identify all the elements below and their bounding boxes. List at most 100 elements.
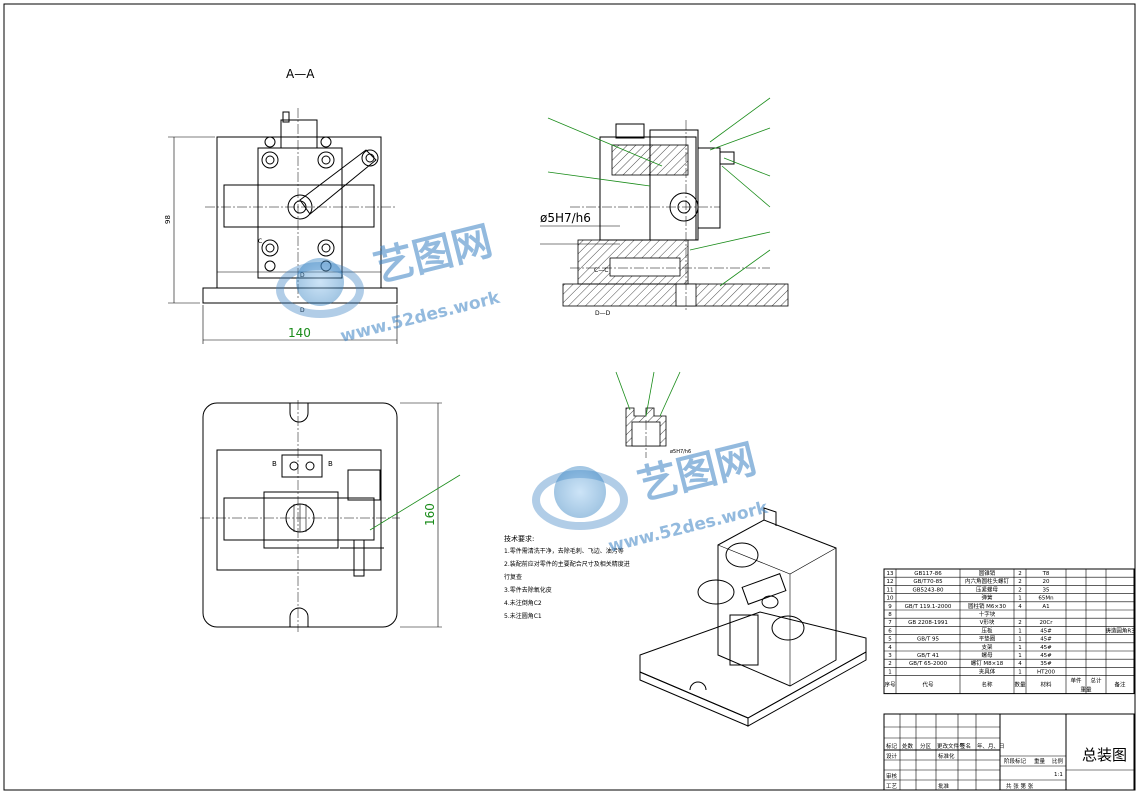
tb-label-zone: 分区 (920, 742, 932, 750)
tech-item-6: 5.未注圆角C1 (504, 612, 542, 620)
bom-no: 7 (888, 620, 892, 626)
tech-requirements: 技术要求: 1.零件需清洗干净，去除毛刺、飞边、油污等 2.装配前应对零件的主要… (504, 534, 630, 620)
bom-name: 支架 (981, 643, 993, 651)
bom-no: 8 (888, 612, 892, 618)
bom-name: 压板 (981, 626, 993, 634)
tb-role-process: 工艺 (886, 783, 898, 790)
label-b-2: B (328, 460, 333, 468)
tb-sheets: 共 张 第 张 (1006, 782, 1034, 790)
bom-material: 45# (1040, 645, 1052, 651)
bom-no: 5 (888, 637, 892, 643)
bom-no: 9 (888, 604, 892, 610)
tb-label-date: 年、月、日 (977, 742, 1005, 750)
bom-header-qty: 数量 (1014, 681, 1026, 689)
bom-material: HT200 (1037, 669, 1055, 675)
bom-code: GB/T 65-2000 (909, 661, 947, 667)
section-dd-label: D—D (595, 310, 611, 317)
section-aa-label: A—A (286, 67, 315, 81)
tech-item-4: 3.零件去除氧化皮 (504, 586, 552, 594)
view-section-dd: ø5H7/h6 C—C D—D (540, 97, 789, 317)
bom-material: T8 (1042, 571, 1050, 577)
bom-no: 4 (888, 645, 892, 651)
tech-item-5: 4.未注倒角C2 (504, 599, 542, 607)
bom-name: V形块 (980, 618, 995, 626)
bom-material: 35# (1040, 661, 1052, 667)
tech-title: 技术要求: (504, 534, 534, 543)
bom-header-no: 序号 (884, 681, 896, 689)
bom-code: GB5243-80 (912, 587, 944, 593)
bom-name: 螺母 (981, 651, 993, 659)
section-cc-label: C—C (594, 267, 608, 274)
tech-item-2: 2.装配前应对零件的主要配合尺寸及相关精度进 (504, 560, 630, 568)
bom-no: 11 (887, 587, 894, 593)
label-c: C (258, 238, 262, 245)
tb-label-sign: 签名 (960, 742, 971, 750)
bom-no: 10 (887, 596, 894, 602)
bom-qty: 1 (1018, 653, 1022, 659)
bom-name: 圆锥销 (979, 569, 996, 577)
bom-no: 13 (887, 571, 894, 577)
bom-no: 2 (888, 661, 892, 667)
bom-qty: 2 (1018, 620, 1022, 626)
watermark-2: 艺图网 www.52des.work (532, 436, 771, 557)
tech-item-3: 行复查 (504, 573, 522, 581)
bom-qty: 2 (1018, 571, 1022, 577)
tb-scale-value: 1:1 (1054, 772, 1063, 778)
bom-no: 1 (888, 669, 892, 675)
bom-header-material: 材料 (1040, 681, 1052, 689)
tb-scale: 比例 (1052, 757, 1064, 765)
tb-stage: 阶段标记 (1004, 757, 1027, 765)
bom-material: 20Cr (1039, 620, 1053, 626)
sheet-border (3, 3, 1136, 791)
tb-label-count: 处数 (902, 742, 914, 750)
bom-header-remark: 备注 (1114, 681, 1126, 689)
watermark-1: 艺图网 www.52des.work (276, 218, 503, 347)
watermark-url-2: www.52des.work (606, 498, 770, 557)
bom-side-note: 铸造圆角R3 (1105, 626, 1135, 634)
bom-material: 45# (1040, 628, 1052, 634)
bom-qty: 4 (1018, 604, 1022, 610)
bom-name: 圆柱销 M6×30 (968, 602, 1007, 610)
dim-fit-small: ø5H7/h6 (670, 449, 691, 455)
tb-label-mark: 标记 (886, 742, 898, 750)
label-b-1: B (272, 460, 277, 468)
bom-code: GB 2208-1991 (908, 620, 948, 626)
bom-code: GB/T 119.1-2000 (905, 604, 952, 610)
dim-140: 140 (288, 326, 311, 340)
bom-header-total-weight: 总计 (1090, 677, 1102, 685)
bom-name: 螺钉 M8×18 (971, 659, 1004, 667)
bom-header-name: 名称 (981, 681, 993, 689)
bom-code: GB/T70-85 (913, 579, 943, 585)
bom-material: 65Mn (1038, 596, 1054, 602)
bom-name: 夹具体 (979, 667, 996, 675)
tb-role-approve: 批准 (938, 782, 950, 790)
watermark-brand-2: 艺图网 (633, 436, 761, 510)
tb-role-std: 标准化 (938, 752, 955, 760)
bom-name: 内六角圆柱头螺钉 (965, 577, 1010, 585)
bom-code: GB117-86 (914, 571, 942, 577)
bom-code: GB/T 41 (917, 653, 939, 659)
bom-qty: 1 (1018, 645, 1022, 651)
bom-qty: 1 (1018, 596, 1022, 602)
bom-material: 35 (1043, 587, 1050, 593)
dim-160: 160 (423, 503, 437, 526)
bom-no: 3 (888, 653, 892, 659)
bom-qty: 1 (1018, 637, 1022, 643)
bom-material: A1 (1042, 604, 1049, 610)
bom-qty: 4 (1018, 661, 1022, 667)
view-section-aa: A—A 98 (164, 67, 398, 344)
bom-name: 弹簧 (981, 594, 993, 602)
drawing-title: 总装图 (1082, 746, 1127, 764)
view-plan: B B 160 (200, 400, 461, 632)
bom-header-code: 代号 (922, 681, 934, 689)
tech-item-1: 1.零件需清洗干净，去除毛刺、飞边、油污等 (504, 547, 624, 555)
bom-no: 6 (888, 628, 892, 634)
dim-fit: ø5H7/h6 (540, 211, 591, 225)
bom-qty: 1 (1018, 669, 1022, 675)
watermark-brand-1: 艺图网 (369, 218, 497, 292)
bom-qty: 2 (1018, 579, 1022, 585)
bom-material: 45# (1040, 637, 1052, 643)
view-detail: ø5H7/h6 (615, 371, 691, 458)
